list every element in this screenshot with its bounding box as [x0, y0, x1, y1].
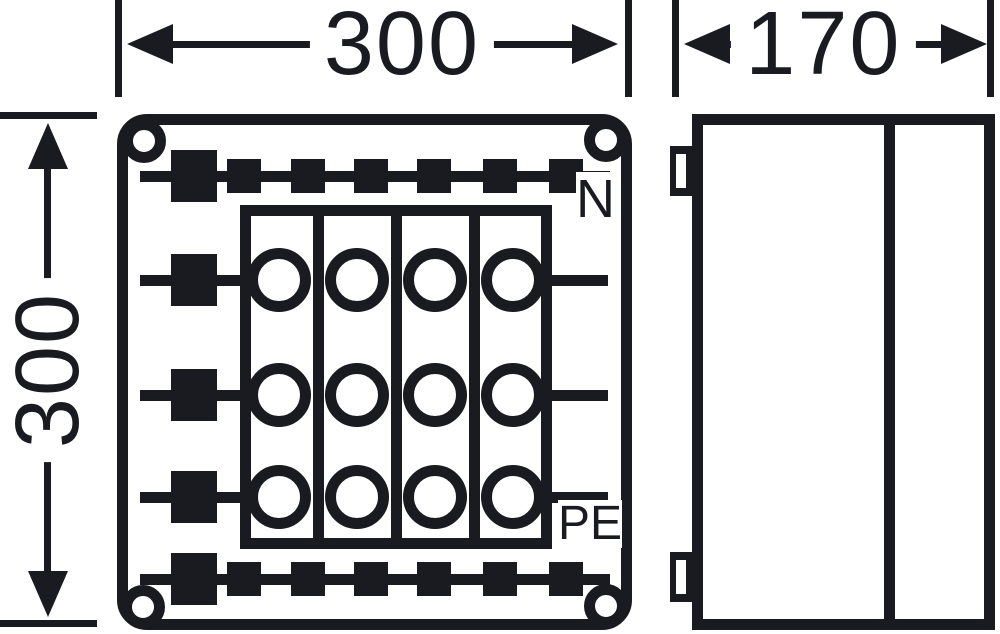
feed-terminal [171, 471, 217, 523]
bus-terminal [483, 159, 517, 193]
round-terminal [481, 465, 545, 529]
dim-arrow: 170 [684, 0, 987, 89]
round-terminal [325, 465, 389, 529]
dim-width-value: 300 [309, 0, 495, 89]
bus-terminal [291, 159, 325, 193]
bus-terminal [354, 159, 388, 193]
round-terminal [403, 363, 467, 427]
bus-terminal [227, 159, 261, 193]
dim-depth-value: 170 [731, 0, 916, 89]
arrowhead-left-icon [127, 24, 173, 64]
round-terminal [247, 248, 311, 312]
dim-arrow: 300 [127, 0, 618, 89]
bus-terminal [227, 562, 261, 596]
dim-arrow: 300 [0, 123, 98, 617]
bus-terminal [354, 562, 388, 596]
round-terminal [325, 363, 389, 427]
bus-terminal [417, 159, 451, 193]
corner-screw [122, 119, 166, 163]
dim-height-value: 300 [0, 277, 98, 463]
bus-terminal [549, 562, 583, 596]
mounting-tab-slot [676, 560, 686, 594]
round-terminal [325, 248, 389, 312]
enclosure-outline [117, 114, 632, 630]
feed-line-stub [552, 492, 608, 503]
arrowhead-up-icon [28, 123, 68, 169]
extension-line [987, 0, 994, 97]
arrowhead-right-icon [941, 24, 987, 64]
round-terminal [247, 363, 311, 427]
round-terminal [247, 465, 311, 529]
feed-line-stub [552, 390, 608, 401]
mounting-tab-slot [676, 154, 686, 188]
extension-line [115, 0, 122, 97]
mounting-tab [670, 552, 694, 602]
bus-terminal [291, 562, 325, 596]
mounting-tab [670, 146, 694, 196]
corner-screw [121, 585, 165, 629]
column-divider [313, 205, 324, 549]
round-terminal [403, 248, 467, 312]
side-outline [692, 114, 995, 630]
earth-bus-label: PE [558, 497, 623, 550]
round-terminal [481, 363, 545, 427]
cover-split-line [884, 114, 895, 630]
bus-main-terminal [171, 553, 217, 605]
feed-line-stub [552, 275, 608, 286]
arrowhead-down-icon [28, 571, 68, 617]
corner-screw [584, 118, 628, 162]
column-divider [391, 205, 402, 549]
bus-main-terminal [171, 150, 217, 202]
column-divider [469, 205, 480, 549]
extension-line [625, 0, 632, 97]
neutral-bus-label: N [576, 169, 615, 229]
extension-line [0, 620, 97, 627]
round-terminal [481, 248, 545, 312]
bus-terminal [417, 562, 451, 596]
round-terminal [403, 465, 467, 529]
feed-terminal [171, 254, 217, 306]
arrowhead-right-icon [572, 24, 618, 64]
extension-line [0, 112, 97, 119]
extension-line [672, 0, 679, 97]
corner-screw [584, 584, 628, 628]
bus-terminal [483, 562, 517, 596]
arrowhead-left-icon [684, 24, 730, 64]
feed-terminal [171, 369, 217, 421]
